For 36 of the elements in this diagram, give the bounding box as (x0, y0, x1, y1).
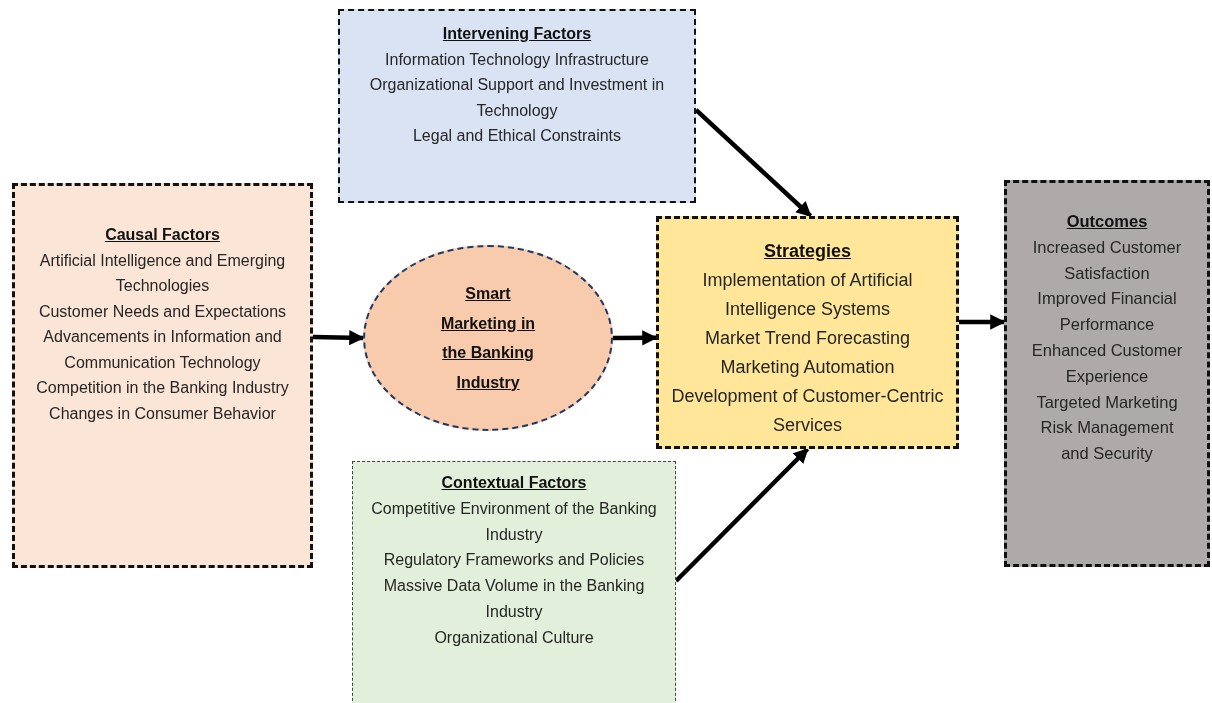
arrow (959, 314, 1006, 330)
dashed-box (1004, 180, 1210, 567)
list-item: Organizational Culture (434, 627, 594, 648)
list-item: Legal and Ethical Constraints (412, 126, 622, 146)
list-item: Enhanced Customer Experience (1030, 340, 1184, 387)
dashed-box (12, 183, 313, 568)
list-item: Targeted Marketing (1036, 391, 1178, 413)
list-item: Competition in the Banking Industry (36, 378, 289, 398)
list-item: Organizational Support and Investment in Technology (368, 75, 666, 121)
heading: Contextual Factors (441, 473, 587, 493)
list-item: Customer Needs and Expectations (38, 301, 287, 322)
heading: Intervening Factors (442, 24, 592, 44)
list-item: Implementation of Artificial Intelligence Systems (701, 269, 914, 321)
list-item: Market Trend Forecasting (704, 327, 911, 350)
list-item: Advancements in Information and Communication Technology (42, 327, 283, 373)
list-item: Massive Data Volume in the Banking Industry (382, 576, 646, 622)
dashed-box (338, 9, 696, 203)
heading: Outcomes (1066, 211, 1148, 232)
list-item: Risk Management and Security (1039, 417, 1175, 465)
list-item: Regulatory Frameworks and Policies (383, 550, 645, 571)
list-item: Marketing Automation (720, 356, 895, 379)
list-item: Improved Financial Performance (1036, 288, 1178, 336)
heading: Strategies (763, 240, 851, 263)
heading: Smart Marketing in the Banking Industry (439, 284, 537, 393)
list-item: Development of Customer-Centric Services (670, 385, 945, 437)
arrow (613, 330, 658, 346)
arrow (674, 447, 810, 583)
list-item: Competitive Environment of the Banking Industry (370, 498, 658, 545)
list-item: Changes in Consumer Behavior (49, 403, 276, 424)
arrow (312, 330, 365, 346)
dashed-box (656, 216, 959, 449)
heading: Causal Factors (105, 225, 220, 245)
list-item: Artificial Intelligence and Emerging Technologies (38, 250, 287, 296)
dashed-box (352, 461, 676, 703)
list-item: Information Technology Infrastructure (385, 49, 649, 70)
list-item: Increased Customer Satisfaction (1031, 236, 1183, 284)
